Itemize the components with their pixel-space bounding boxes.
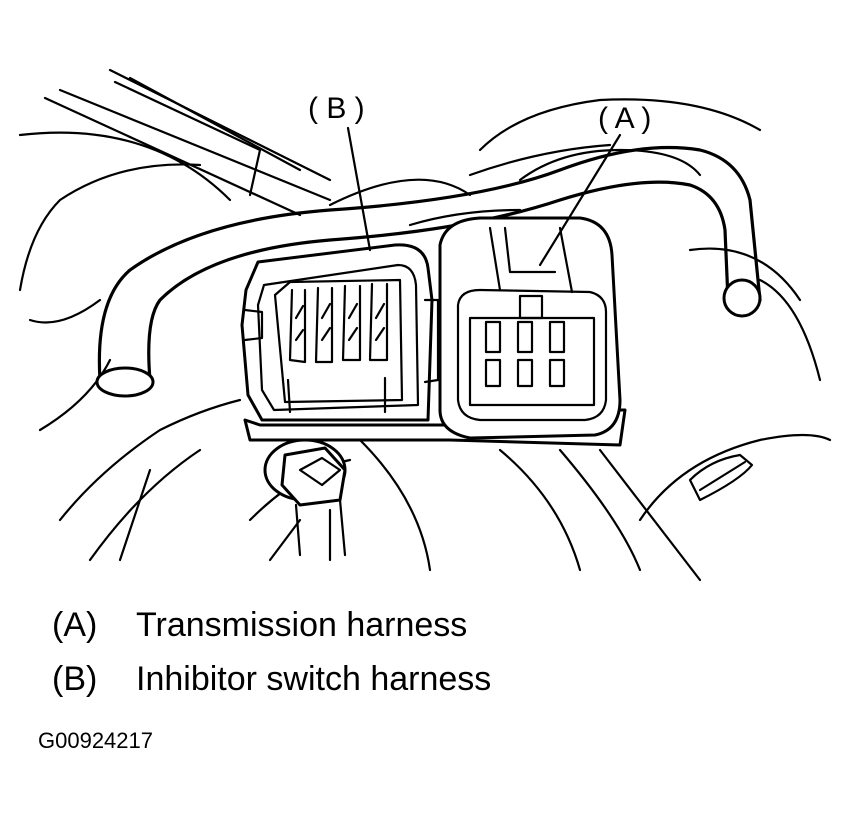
legend-label-a: Transmission harness bbox=[136, 606, 468, 644]
legend-label-b: Inhibitor switch harness bbox=[136, 660, 492, 698]
connector-illustration: ( B ) ( A ) bbox=[18, 68, 832, 582]
legend-key-a: (A) bbox=[52, 606, 98, 644]
harness-tube bbox=[95, 145, 762, 398]
legend-row-a: (A) Transmission harness bbox=[52, 606, 467, 645]
transmission-case-outline bbox=[18, 68, 832, 582]
connector-a-terminals bbox=[484, 294, 566, 388]
callout-a-leader bbox=[538, 133, 622, 267]
callout-b-leader bbox=[346, 126, 372, 252]
connector-a bbox=[438, 216, 622, 440]
connector-b-terminals bbox=[286, 282, 389, 414]
legend-key-b: (B) bbox=[52, 660, 98, 698]
callout-b-label: ( B ) bbox=[308, 92, 365, 125]
legend-row-b: (B) Inhibitor switch harness bbox=[52, 660, 491, 699]
figure-code: G00924217 bbox=[38, 728, 153, 753]
callout-a-label: ( A ) bbox=[598, 102, 651, 135]
connector-b bbox=[240, 243, 440, 422]
mounting-bolt bbox=[263, 438, 347, 557]
